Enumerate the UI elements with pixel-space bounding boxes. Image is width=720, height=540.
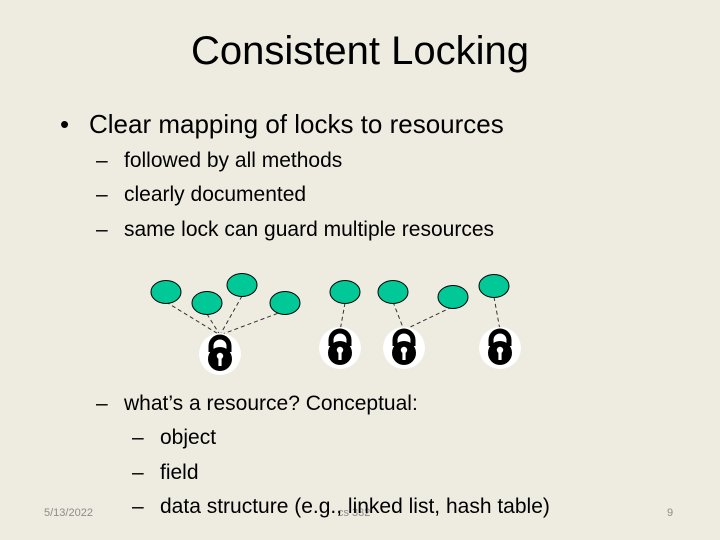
resource-example-text: object <box>160 426 217 449</box>
sub-item-text: clearly documented <box>124 183 307 206</box>
dash-marker: – <box>132 495 144 518</box>
resource-example-field: –field <box>132 460 199 486</box>
footer-date: 5/13/2022 <box>44 507 93 519</box>
connector-line <box>392 301 405 331</box>
dash-marker: – <box>132 461 144 484</box>
dash-marker: – <box>132 426 144 449</box>
sub-item-text: same lock can guard multiple resources <box>124 218 495 241</box>
connector-line <box>493 296 501 331</box>
sub-item-methods: –followed by all methods <box>96 148 342 174</box>
dash-marker: – <box>96 392 108 415</box>
sub-item-resource-question: –what’s a resource? Conceptual: <box>96 391 418 417</box>
resource-node <box>191 291 223 315</box>
slide-title: Consistent Locking <box>191 29 529 73</box>
connector-line <box>206 313 221 336</box>
resource-example-data-structure: –data structure (e.g., linked list, hash… <box>132 494 550 520</box>
connector-line <box>219 295 243 336</box>
lock-icon <box>479 327 521 369</box>
resource-node <box>377 280 409 304</box>
sub-item-text: what’s a resource? Conceptual: <box>124 392 418 415</box>
connector-line <box>165 301 221 336</box>
lock-icon <box>199 333 241 375</box>
resource-node <box>269 291 301 315</box>
bullet-dot: • <box>60 109 70 139</box>
resource-node <box>150 280 182 304</box>
lock-icon <box>319 327 361 369</box>
footer-page-number: 9 <box>667 507 674 519</box>
connector-line <box>339 302 346 332</box>
sub-item-text: followed by all methods <box>124 149 343 172</box>
sub-item-guard: –same lock can guard multiple resources <box>96 217 494 243</box>
resource-node <box>478 274 510 298</box>
dash-marker: – <box>96 218 108 241</box>
lock-icon <box>383 327 425 369</box>
bullet-main: • Clear mapping of locks to resources <box>60 108 504 140</box>
bullet-main-text: Clear mapping of locks to resources <box>89 109 504 139</box>
resource-example-object: –object <box>132 425 216 451</box>
resource-node <box>329 280 361 304</box>
resource-node <box>226 273 258 297</box>
sub-item-documented: –clearly documented <box>96 182 306 208</box>
dash-marker: – <box>96 149 108 172</box>
connector-line <box>219 310 285 336</box>
footer-course: cs 332 <box>338 507 371 519</box>
resource-example-text: field <box>160 461 199 484</box>
connector-line <box>403 306 453 331</box>
dash-marker: – <box>96 183 108 206</box>
resource-example-text: data structure (e.g., linked list, hash … <box>160 495 550 518</box>
resource-node <box>437 285 469 309</box>
